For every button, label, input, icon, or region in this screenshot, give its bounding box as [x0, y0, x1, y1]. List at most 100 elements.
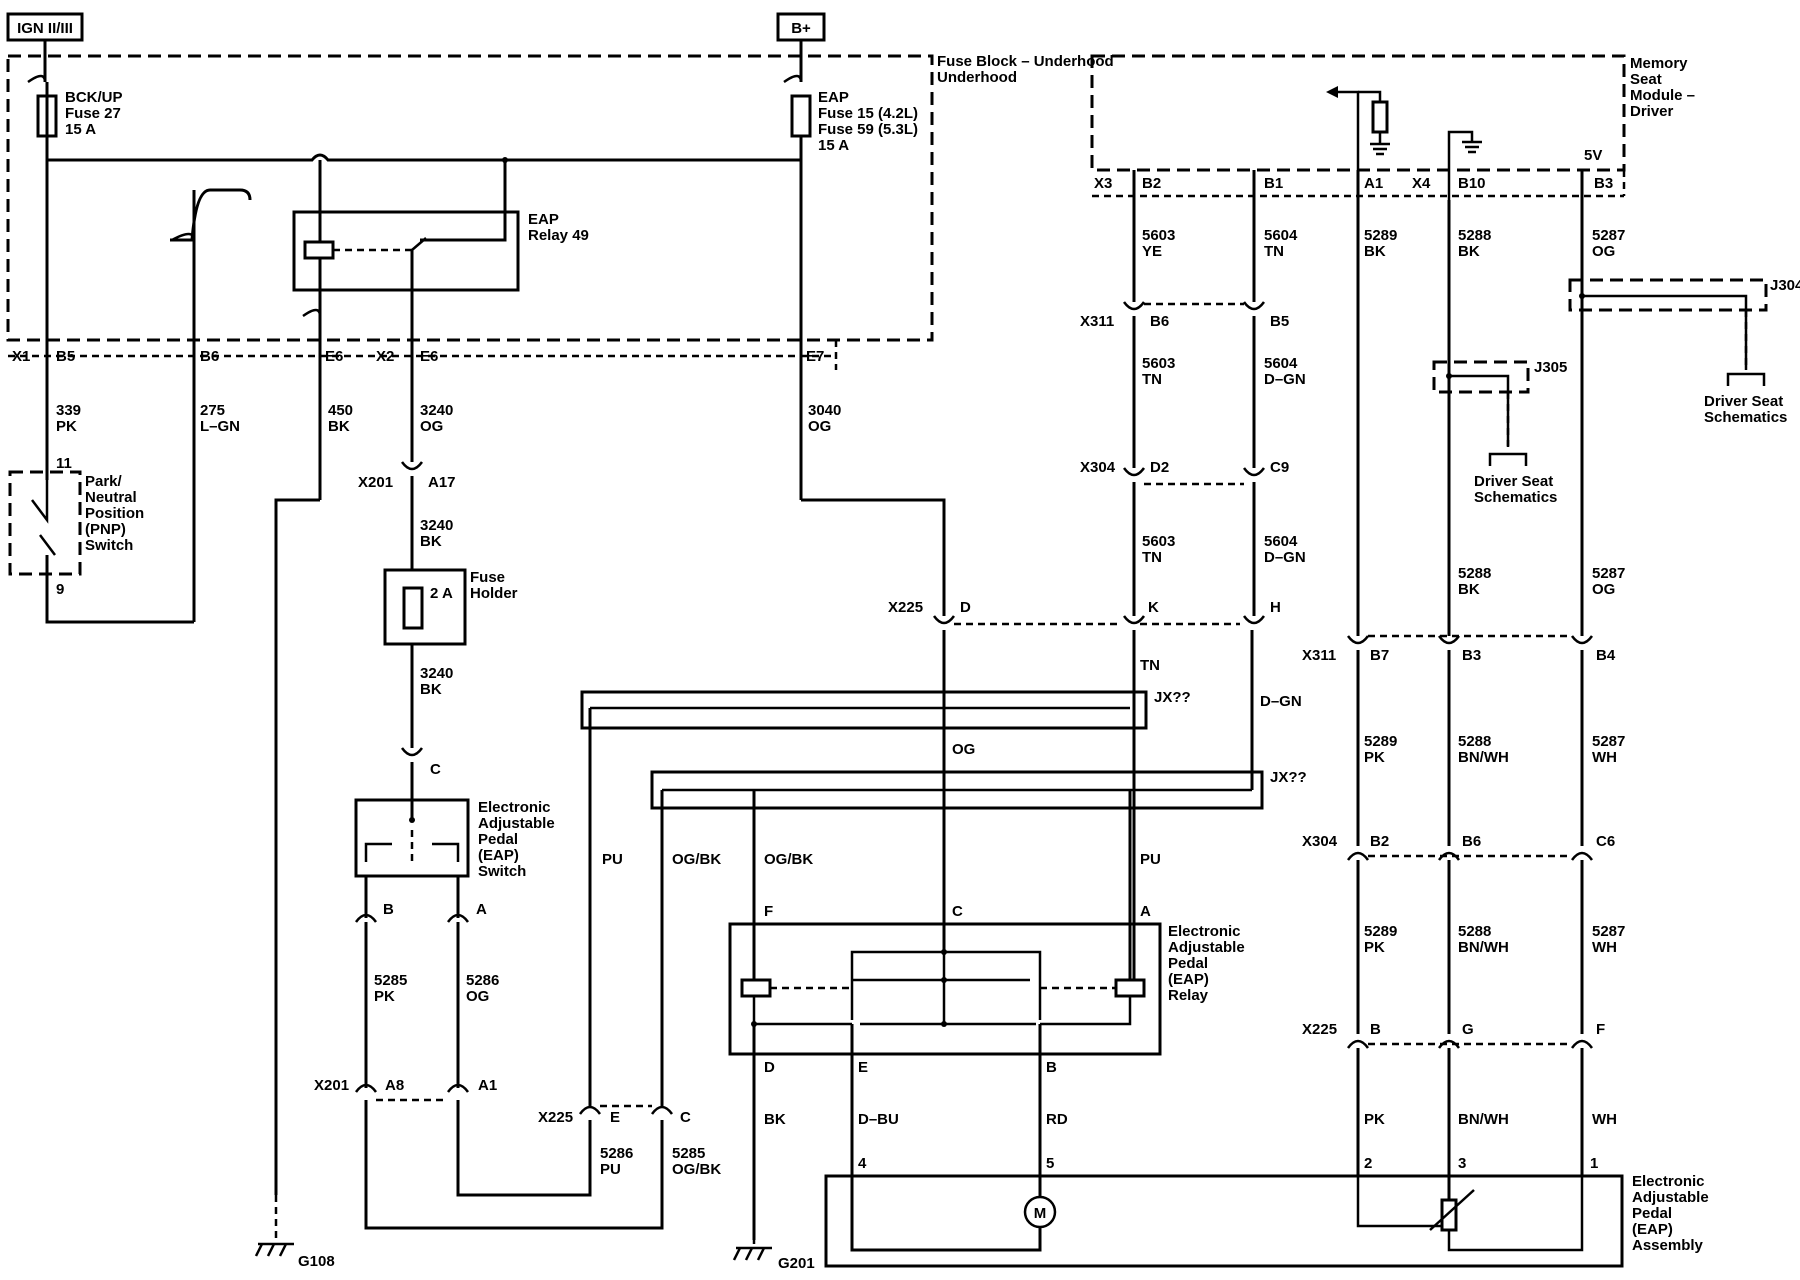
wire-5288-bk-label: 5288 BK [1458, 227, 1491, 260]
svg-text:YE: YE [1142, 243, 1162, 260]
svg-text:5289: 5289 [1364, 733, 1397, 750]
x225-b-g-f-connector: X225 B G F [1302, 1021, 1605, 1038]
svg-text:B: B [1370, 1021, 1381, 1038]
fuse-block-connectors: X1 B5 B6 E6 X2 E6 E7 [12, 348, 824, 365]
svg-text:PK: PK [1364, 939, 1385, 956]
svg-text:OG/BK: OG/BK [672, 1161, 721, 1178]
wire-wh-label: WH [1592, 1111, 1617, 1128]
wire-5289-bk-label: 5289 BK [1364, 227, 1397, 260]
svg-text:Pedal: Pedal [478, 831, 518, 848]
wire-5603-ye-label: 5603 YE [1142, 227, 1175, 260]
svg-text:PK: PK [56, 418, 77, 435]
svg-text:C: C [680, 1109, 691, 1126]
fuse-holder: 2 A Fuse Holder [383, 568, 518, 646]
svg-text:5603: 5603 [1142, 533, 1175, 550]
x304-b2-b6-c6-connector: X304 B2 B6 C6 [1302, 833, 1615, 850]
svg-text:B4: B4 [1596, 647, 1616, 664]
svg-text:X311: X311 [1080, 313, 1114, 330]
svg-text:2 A: 2 A [430, 585, 453, 602]
svg-text:B2: B2 [1142, 175, 1161, 192]
resistor-icon [1371, 100, 1389, 134]
svg-text:X225: X225 [538, 1109, 573, 1126]
jx-splice-1: JX?? [580, 689, 1191, 730]
svg-text:5288: 5288 [1458, 923, 1491, 940]
memory-module-pins: X3 B2 B1 A1 X4 B10 B3 [1094, 175, 1613, 192]
svg-text:J304: J304 [1770, 277, 1800, 294]
wire-pk-label: PK [1364, 1111, 1385, 1128]
eap-fuse-icon [790, 94, 812, 138]
svg-text:3040: 3040 [808, 402, 841, 419]
wire-5604-dgn-label: 5604 D–GN [1264, 355, 1306, 388]
svg-text:B: B [1046, 1059, 1057, 1076]
svg-text:B5: B5 [56, 348, 75, 365]
svg-text:D: D [960, 599, 971, 616]
wire-ogbk-label: OG/BK [672, 851, 721, 868]
svg-text:5287: 5287 [1592, 733, 1625, 750]
driver-seat-schematics-ref-1: Driver Seat Schematics [1704, 393, 1787, 426]
svg-text:5: 5 [1046, 1155, 1054, 1172]
svg-text:11: 11 [56, 455, 72, 472]
svg-text:450: 450 [328, 402, 353, 419]
wire-bk-label: BK [764, 1111, 786, 1128]
wire-ogbk-label-2: OG/BK [764, 851, 813, 868]
fuse-block-underhood: Fuse Block – Underhood [6, 53, 1114, 370]
relay-coil-left-icon [740, 978, 772, 998]
svg-text:B5: B5 [1270, 313, 1289, 330]
wire-3240-bk-label: 3240 BK [420, 517, 453, 550]
wire-5288-bnwh-label: 5288 BN/WH [1458, 733, 1509, 766]
fuse-block-label-2: Underhood [937, 69, 1017, 86]
svg-text:X3: X3 [1094, 175, 1112, 192]
svg-text:M: M [1034, 1205, 1047, 1222]
svg-text:BK: BK [1458, 243, 1480, 260]
svg-text:B10: B10 [1458, 175, 1486, 192]
svg-text:5604: 5604 [1264, 533, 1298, 550]
eap-fuse-label: EAP Fuse 15 (4.2L) Fuse 59 (5.3L) 15 A [818, 89, 918, 154]
eap-assembly: M Electronic Adjustable Pedal (EAP) Asse… [824, 1155, 1709, 1268]
svg-text:BN/WH: BN/WH [1458, 939, 1509, 956]
svg-text:E: E [858, 1059, 868, 1076]
svg-text:Memory: Memory [1630, 55, 1688, 72]
svg-text:OG: OG [808, 418, 831, 435]
svg-text:E6: E6 [325, 348, 343, 365]
svg-text:X311: X311 [1302, 647, 1336, 664]
x311-b6-b5-connector: X311 B6 B5 [1080, 313, 1289, 330]
wire-pu-label-2: PU [1140, 851, 1161, 868]
svg-text:WH: WH [1592, 939, 1617, 956]
wire-5288-bnwh-label-2: 5288 BN/WH [1458, 923, 1509, 956]
svg-text:B6: B6 [1462, 833, 1481, 850]
svg-text:5288: 5288 [1458, 565, 1491, 582]
svg-text:BK: BK [328, 418, 350, 435]
ground-g201-label: G201 [778, 1255, 815, 1272]
svg-text:15 A: 15 A [818, 137, 849, 154]
ign-label: IGN II/III [17, 20, 73, 37]
svg-text:Pedal: Pedal [1632, 1205, 1672, 1222]
svg-text:Electronic: Electronic [478, 799, 551, 816]
x225-d-k-h-connector: X225 D K H [888, 599, 1281, 616]
svg-text:C6: C6 [1596, 833, 1615, 850]
svg-text:BN/WH: BN/WH [1458, 749, 1509, 766]
wire-5604-dgn-label-2: 5604 D–GN [1264, 533, 1306, 566]
wire-5286-pu-label: 5286 PU [600, 1145, 633, 1178]
svg-text:JX??: JX?? [1154, 689, 1191, 706]
svg-text:D: D [764, 1059, 775, 1076]
svg-text:X201: X201 [358, 474, 393, 491]
svg-text:BCK/UP: BCK/UP [65, 89, 123, 106]
svg-text:E6: E6 [420, 348, 438, 365]
svg-text:275: 275 [200, 402, 225, 419]
eap-switch-pin-b: B [383, 901, 394, 918]
svg-text:5288: 5288 [1458, 733, 1491, 750]
svg-text:B6: B6 [1150, 313, 1169, 330]
svg-text:5V: 5V [1584, 147, 1602, 164]
wire-bnwh-label: BN/WH [1458, 1111, 1509, 1128]
svg-text:WH: WH [1592, 749, 1617, 766]
wire-5289-pk-label: 5289 PK [1364, 733, 1397, 766]
svg-text:2: 2 [1364, 1155, 1372, 1172]
svg-text:B3: B3 [1594, 175, 1613, 192]
wire-dgn-label: D–GN [1260, 693, 1302, 710]
svg-text:F: F [1596, 1021, 1605, 1038]
svg-text:EAP: EAP [818, 89, 849, 106]
svg-text:5603: 5603 [1142, 227, 1175, 244]
relay-contact-icon [411, 237, 427, 251]
battery-label: B+ [791, 20, 811, 37]
